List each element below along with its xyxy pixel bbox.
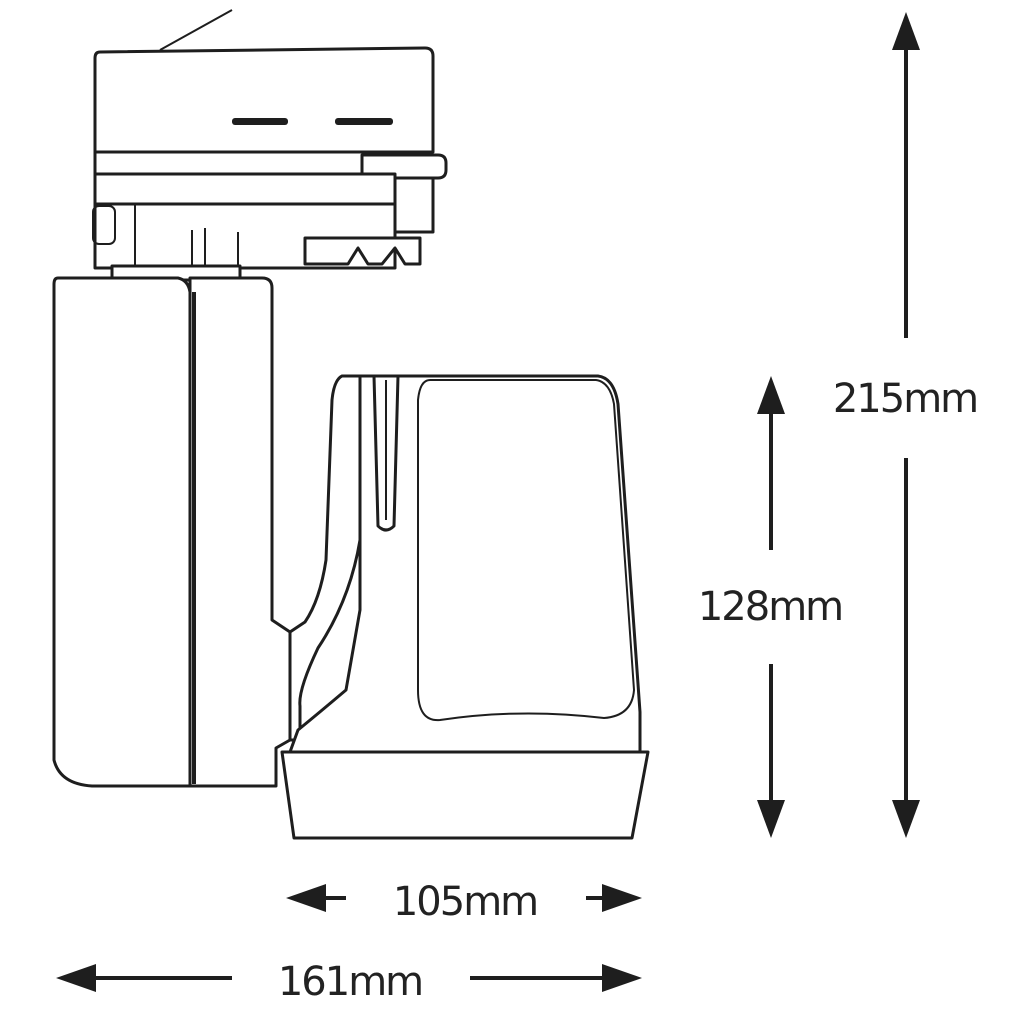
arrowhead-down [892,800,920,838]
total-width-label: 161mm [278,959,422,1005]
adapter-middle-band [93,172,397,206]
track-adapter [92,9,448,282]
adapter-clip [393,176,435,234]
total-height-label: 215mm [833,376,977,422]
head-bezel [280,750,650,840]
adapter-lever [360,153,448,180]
driver-box-front [52,276,192,788]
bracket-arm [288,374,362,742]
adapter-cable [159,9,233,51]
lamp-head [280,374,650,840]
adapter-contacts [303,236,422,266]
arrowhead-right [602,884,642,912]
dimension-head-width: 105mm [286,879,642,925]
arrowhead-up [757,376,785,414]
adapter-top-housing [93,46,435,154]
dimension-total-width: 161mm [56,959,642,1005]
driver-box [52,276,292,788]
arrowhead-up [892,12,920,50]
adapter-knob [92,205,116,245]
head-height-label: 128mm [698,584,842,630]
head-lens-panel [417,379,636,722]
arrowhead-left [56,964,96,992]
arrowhead-left [286,884,326,912]
arrowhead-right [602,964,642,992]
driver-box-side [188,276,292,788]
arrowhead-down [757,800,785,838]
adapter-slot-left [232,118,288,125]
dimension-head-height: 128mm [698,376,844,838]
adapter-slot-right [335,118,393,125]
dimension-total-height: 215mm [833,12,979,838]
head-width-label: 105mm [393,879,537,925]
